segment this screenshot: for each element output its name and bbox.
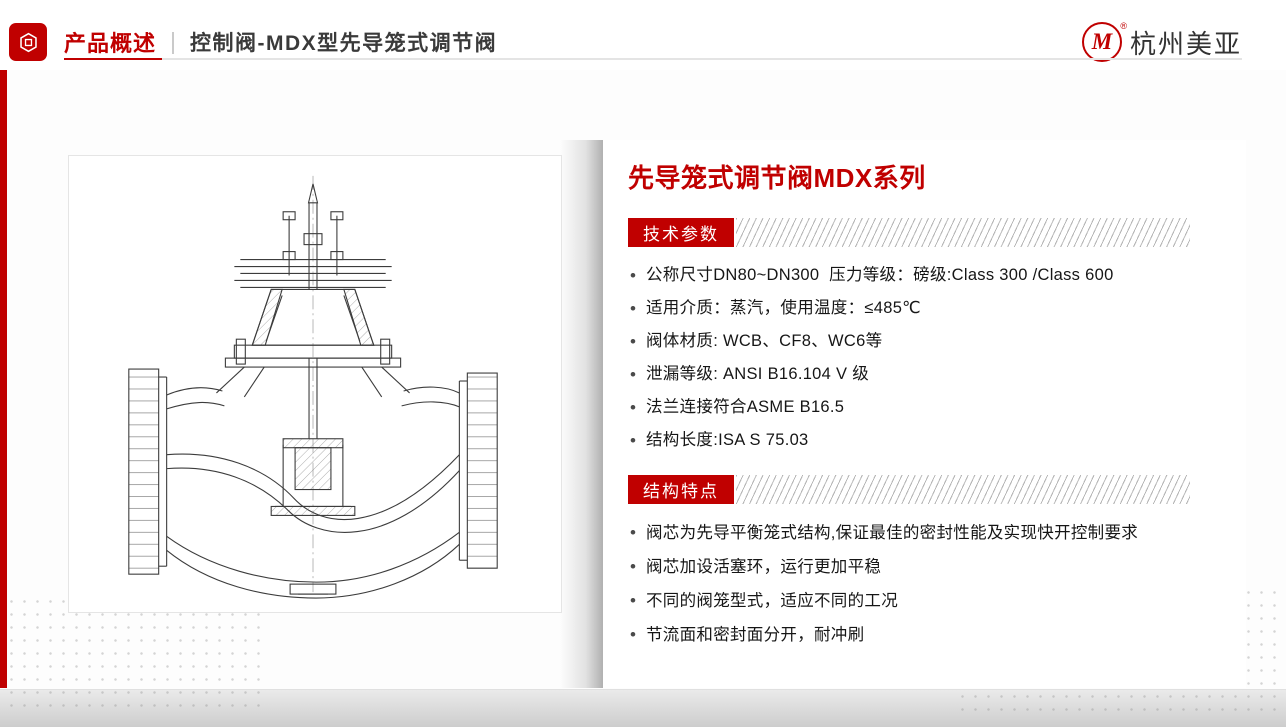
page-fold-shadow (560, 140, 603, 688)
header-underline (64, 58, 1242, 60)
list-item: 结构长度:ISA S 75.03 (628, 424, 1246, 457)
valve-drawing-card (68, 155, 562, 613)
list-item: 公称尺寸DN80~DN300 压力等级：磅级:Class 300 /Class … (628, 259, 1246, 292)
brand-name: 杭州美亚 (1129, 28, 1242, 59)
list-item: 阀体材质: WCB、CF8、WC6等 (628, 325, 1246, 358)
list-item: 阀芯加设活塞环，运行更加平稳 (628, 550, 1246, 584)
hatch-decoration (736, 218, 1190, 247)
meiya-monogram-icon: M ® (1081, 21, 1127, 62)
list-item: 法兰连接符合ASME B16.5 (628, 391, 1246, 424)
header: 产品概述 | 控制阀-MDX型先导笼式调节阀 M ® 杭州美亚 (0, 0, 1286, 70)
header-underline-accent (64, 58, 162, 60)
list-item: 不同的阀笼型式，适应不同的工况 (628, 584, 1246, 618)
tech-params-heading-row: 技术参数 (628, 218, 1190, 247)
features-list: 阀芯为先导平衡笼式结构,保证最佳的密封性能及实现快开控制要求 阀芯加设活塞环，运… (628, 516, 1246, 652)
dot-pattern-left (0, 595, 262, 715)
hatch-decoration (736, 475, 1190, 504)
registered-mark: ® (1120, 21, 1127, 31)
list-item: 节流面和密封面分开，耐冲刷 (628, 618, 1246, 652)
product-detail-panel: 先导笼式调节阀MDX系列 技术参数 公称尺寸DN80~DN300 压力等级：磅级… (603, 140, 1246, 688)
features-heading-row: 结构特点 (628, 475, 1190, 504)
list-item: 适用介质：蒸汽，使用温度：≤485℃ (628, 292, 1246, 325)
section-label: 产品概述 (64, 31, 157, 56)
panel-title: 先导笼式调节阀MDX系列 (628, 163, 926, 193)
hexagon-package-icon (9, 23, 47, 61)
list-item: 泄漏等级: ANSI B16.104 V 级 (628, 358, 1246, 391)
logo-letter: M (1091, 28, 1113, 54)
tech-params-list: 公称尺寸DN80~DN300 压力等级：磅级:Class 300 /Class … (628, 259, 1246, 457)
left-accent-bar (0, 70, 7, 688)
features-badge: 结构特点 (628, 475, 734, 504)
brand-logo: M ® 杭州美亚 (1081, 21, 1242, 62)
tech-params-badge: 技术参数 (628, 218, 734, 247)
list-item: 阀芯为先导平衡笼式结构,保证最佳的密封性能及实现快开控制要求 (628, 516, 1246, 550)
valve-cross-section-drawing (128, 175, 498, 599)
bottom-band (0, 689, 1286, 727)
header-title-group: 产品概述 | 控制阀-MDX型先导笼式调节阀 (64, 26, 497, 58)
page-title: 控制阀-MDX型先导笼式调节阀 (190, 32, 498, 55)
header-divider: | (170, 27, 176, 54)
